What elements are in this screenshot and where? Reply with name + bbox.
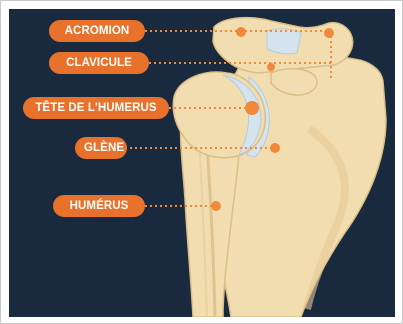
label-humerus: HUMÉRUS — [53, 195, 145, 217]
label-glene: GLÈNE — [75, 137, 127, 159]
ac-joint-cartilage — [267, 29, 301, 54]
label-acromion: ACROMION — [49, 20, 145, 42]
diagram-panel: ACROMION CLAVICULE TÊTE DE L'HUMERUS GLÈ… — [9, 9, 395, 317]
label-clavicule: CLAVICULE — [49, 52, 149, 74]
label-tete-de-l-humerus: TÊTE DE L'HUMERUS — [23, 97, 169, 119]
